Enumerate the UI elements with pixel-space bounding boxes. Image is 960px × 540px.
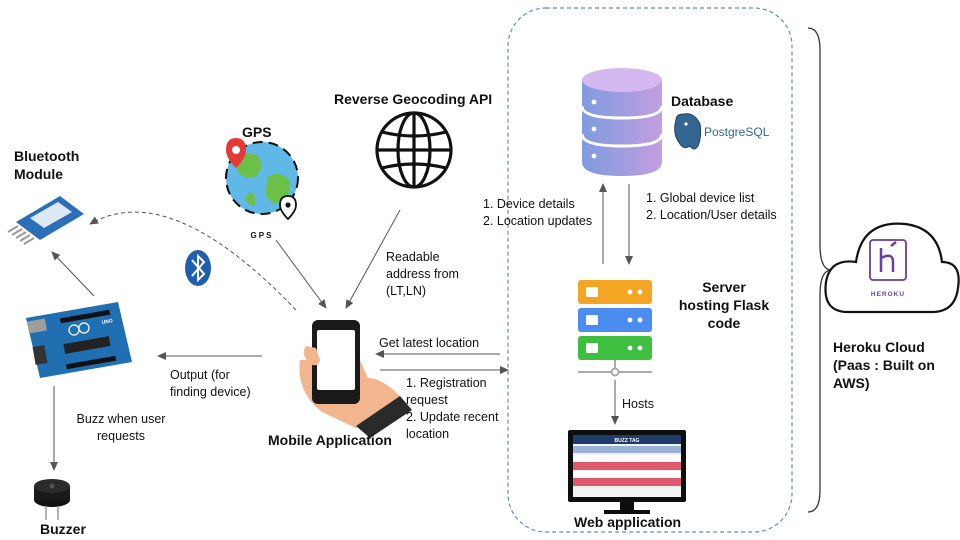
heroku-title-line2: (Paas : Built on bbox=[833, 357, 935, 373]
web-app-monitor-icon bbox=[568, 430, 686, 514]
mobile-app-title: Mobile Application bbox=[268, 432, 392, 448]
edge-label-registration: 1. Registration request 2. Update recent… bbox=[406, 375, 498, 443]
arduino-board-text: UNO bbox=[101, 318, 113, 326]
database-title: Database bbox=[671, 93, 734, 109]
arrow-arduino-to-bluetooth bbox=[51, 251, 95, 297]
postgresql-logo-text: PostgreSQL bbox=[704, 125, 770, 139]
arrow-api-to-phone bbox=[345, 209, 401, 309]
heroku-title: Heroku Cloud (Paas : Built on AWS) bbox=[833, 338, 935, 392]
server-title-line2: hosting Flask bbox=[678, 297, 770, 313]
globe-icon bbox=[375, 111, 453, 189]
buzz-line2: requests bbox=[97, 429, 145, 443]
web-app-title: Web application bbox=[574, 514, 682, 530]
device-updates-line1: 1. Device details bbox=[483, 197, 575, 211]
bluetooth-module-label-line1: Bluetooth bbox=[14, 148, 80, 164]
heroku-region-border bbox=[507, 7, 793, 533]
web-app-screen-title: BUZZ TAG bbox=[615, 438, 640, 444]
output-line1: Output (for bbox=[170, 368, 230, 382]
registration-line1: 1. Registration bbox=[406, 376, 487, 390]
heroku-title-line1: Heroku Cloud bbox=[833, 339, 925, 355]
server-title-line1: Server bbox=[702, 279, 746, 295]
arrow-phone-to-bluetooth-dashed bbox=[89, 211, 297, 311]
edge-label-output: Output (for finding device) bbox=[170, 367, 251, 401]
edge-label-hosts: Hosts bbox=[622, 397, 654, 411]
heroku-title-line3: AWS) bbox=[833, 375, 870, 391]
arduino-icon bbox=[26, 302, 132, 378]
buzz-line1: Buzz when user bbox=[76, 412, 166, 426]
gps-title: GPS bbox=[242, 124, 272, 140]
postgresql-elephant-icon bbox=[674, 113, 702, 150]
database-icon bbox=[580, 68, 664, 176]
registration-line4: location bbox=[406, 427, 450, 441]
edge-label-get-latest-location: Get latest location bbox=[379, 336, 480, 350]
bluetooth-icon bbox=[185, 250, 211, 286]
gps-icon-caption: GPS bbox=[251, 231, 274, 240]
edge-label-buzz: Buzz when user requests bbox=[66, 411, 176, 445]
buzzer-icon bbox=[34, 479, 70, 520]
buzzer-title: Buzzer bbox=[40, 521, 86, 537]
gps-globe-icon bbox=[225, 138, 299, 221]
server-icon bbox=[578, 280, 652, 377]
edge-label-device-updates: 1. Device details 2. Location updates bbox=[483, 196, 592, 230]
readable-address-line1: Readable bbox=[386, 250, 440, 264]
global-list-line2: 2. Location/User details bbox=[646, 208, 777, 222]
global-list-line1: 1. Global device list bbox=[646, 191, 755, 205]
readable-address-line2: address from bbox=[386, 267, 459, 281]
heroku-brace bbox=[807, 27, 831, 513]
server-title-line3: code bbox=[707, 315, 741, 331]
bluetooth-module-label: Bluetooth Module bbox=[14, 147, 79, 183]
device-updates-line2: 2. Location updates bbox=[483, 214, 593, 228]
server-title: Server hosting Flask code bbox=[672, 278, 776, 332]
edge-label-global-list: 1. Global device list 2. Location/User d… bbox=[646, 190, 777, 224]
readable-address-line3: (LT,LN) bbox=[386, 284, 427, 298]
heroku-logo-text: HEROKU bbox=[871, 291, 905, 298]
mobile-phone-icon bbox=[299, 320, 412, 438]
registration-line2: request bbox=[406, 393, 448, 407]
registration-line3: 2. Update recent bbox=[406, 410, 499, 424]
output-line2: finding device) bbox=[170, 385, 251, 399]
heroku-cloud-icon bbox=[824, 222, 960, 314]
bluetooth-module-icon bbox=[7, 196, 84, 245]
arrow-gps-to-phone bbox=[275, 239, 327, 309]
bluetooth-module-label-line2: Module bbox=[14, 166, 63, 182]
geocoding-api-title: Reverse Geocoding API bbox=[334, 91, 493, 107]
edge-label-readable-address: Readable address from (LT,LN) bbox=[386, 249, 459, 300]
